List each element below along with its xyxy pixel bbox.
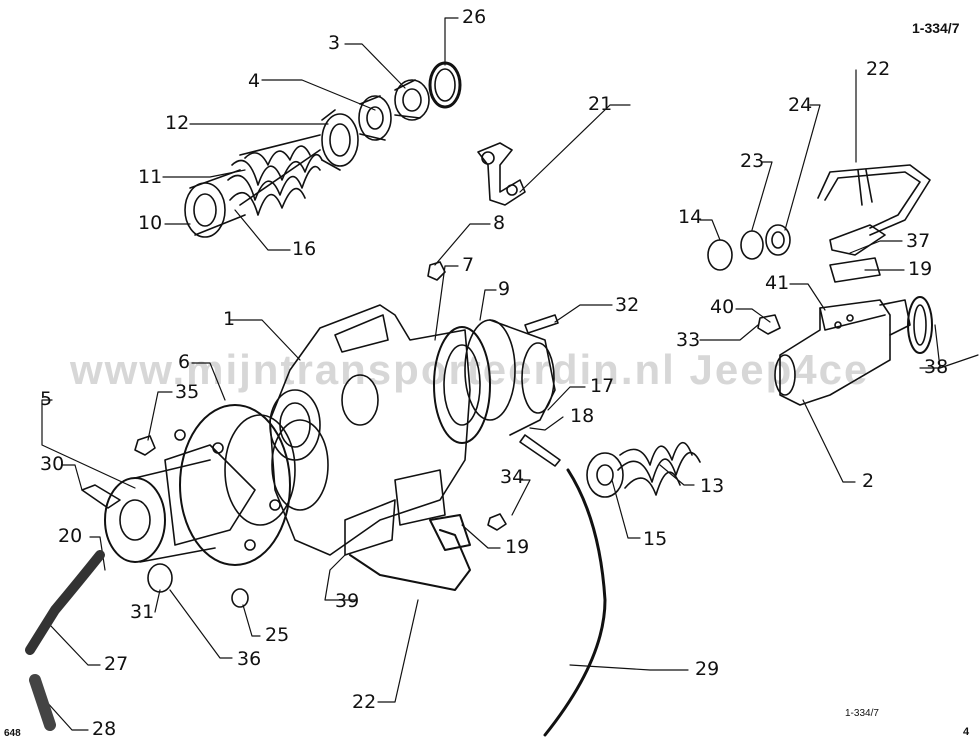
part-label-41: 41 [765,272,790,294]
pipe-22-lower [349,514,471,591]
part-label-1: 1 [223,308,236,330]
part-label-14: 14 [678,206,703,228]
part-label-8: 8 [493,212,506,234]
part-label-24: 24 [788,94,813,116]
part-label-22b: 22 [352,691,377,713]
part-label-23: 23 [740,150,765,172]
main-housing [81,304,561,566]
part-label-19b: 19 [505,536,530,558]
part-label-12: 12 [165,112,190,134]
part-label-25: 25 [265,624,290,646]
part-label-38: 38 [924,356,949,378]
part-label-18: 18 [570,405,595,427]
part-label-27: 27 [104,653,129,675]
part-label-36: 36 [237,648,262,670]
part-label-33: 33 [676,329,701,351]
part-label-15: 15 [643,528,668,550]
part-label-21: 21 [588,93,613,115]
part-label-5: 5 [40,388,53,410]
part-label-20: 20 [58,525,83,547]
part-label-7: 7 [462,254,475,276]
part-label-6: 6 [178,351,191,373]
part-label-9: 9 [498,278,511,300]
part-label-37: 37 [906,230,931,252]
part-label-17: 17 [590,375,615,397]
part-label-31: 31 [130,601,155,623]
part-label-13: 13 [700,475,725,497]
part-label-39: 39 [335,590,360,612]
part-label-35: 35 [175,381,200,403]
hose-20 [25,550,105,731]
drawing-ref-top: 1-334/7 [912,20,960,36]
drawing-ref-bottom: 1-334/7 [845,708,879,719]
part-label-10: 10 [138,212,163,234]
part-label-28: 28 [92,718,117,740]
part-label-34: 34 [500,466,525,488]
part-label-26: 26 [462,6,487,28]
part-label-3: 3 [328,32,341,54]
part-label-4: 4 [248,70,261,92]
part-label-2: 2 [862,470,875,492]
part-label-19a: 19 [908,258,933,280]
pipe-29 [543,468,607,737]
bracket-21 [427,142,526,281]
part-label-16: 16 [292,238,317,260]
part-label-22a: 22 [866,58,891,80]
part-label-40: 40 [710,296,735,318]
valve-block [707,164,933,406]
part-label-29: 29 [695,658,720,680]
part-label-32: 32 [615,294,640,316]
spring-13 [586,441,701,498]
part-label-11: 11 [138,166,163,188]
sheet-code: 648 [4,728,21,739]
small-parts [147,563,249,608]
part-label-30: 30 [40,453,65,475]
piston-assembly [184,61,462,238]
leader-lines [41,17,979,731]
page-number: 4 [963,726,970,738]
